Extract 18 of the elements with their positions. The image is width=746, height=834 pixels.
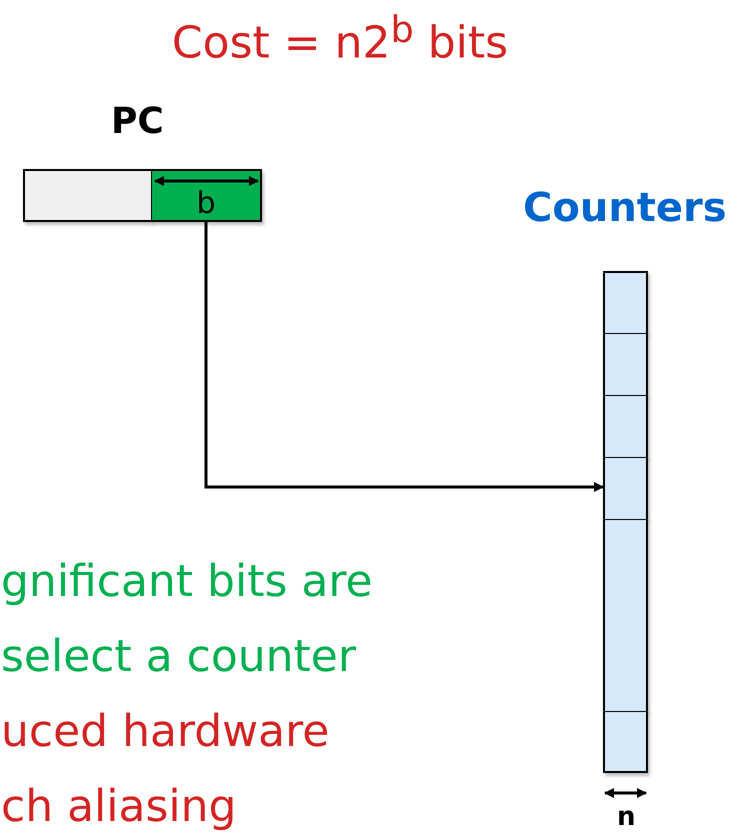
counter-cell	[603, 519, 648, 712]
statement-text: uced hardware	[1, 710, 330, 754]
counter-cell	[603, 457, 648, 520]
statement-text: select a counter	[1, 635, 356, 679]
statement-text: gnificant bits are	[1, 560, 373, 604]
counter-cell	[603, 271, 648, 334]
title: Cost = n2$^{b}$ bits	[170, 12, 510, 66]
register-field	[23, 169, 152, 222]
statement-text: ch aliasing	[1, 785, 236, 829]
counter-cell	[603, 711, 648, 773]
dimension-label: n	[617, 804, 636, 830]
counter-cell	[603, 395, 648, 458]
arrow	[204, 222, 604, 492]
field-label: b	[195, 189, 217, 219]
array-label: Counters	[523, 188, 727, 228]
register-label: PC	[111, 104, 164, 140]
counter-cell	[603, 333, 648, 396]
register-field	[151, 169, 262, 222]
